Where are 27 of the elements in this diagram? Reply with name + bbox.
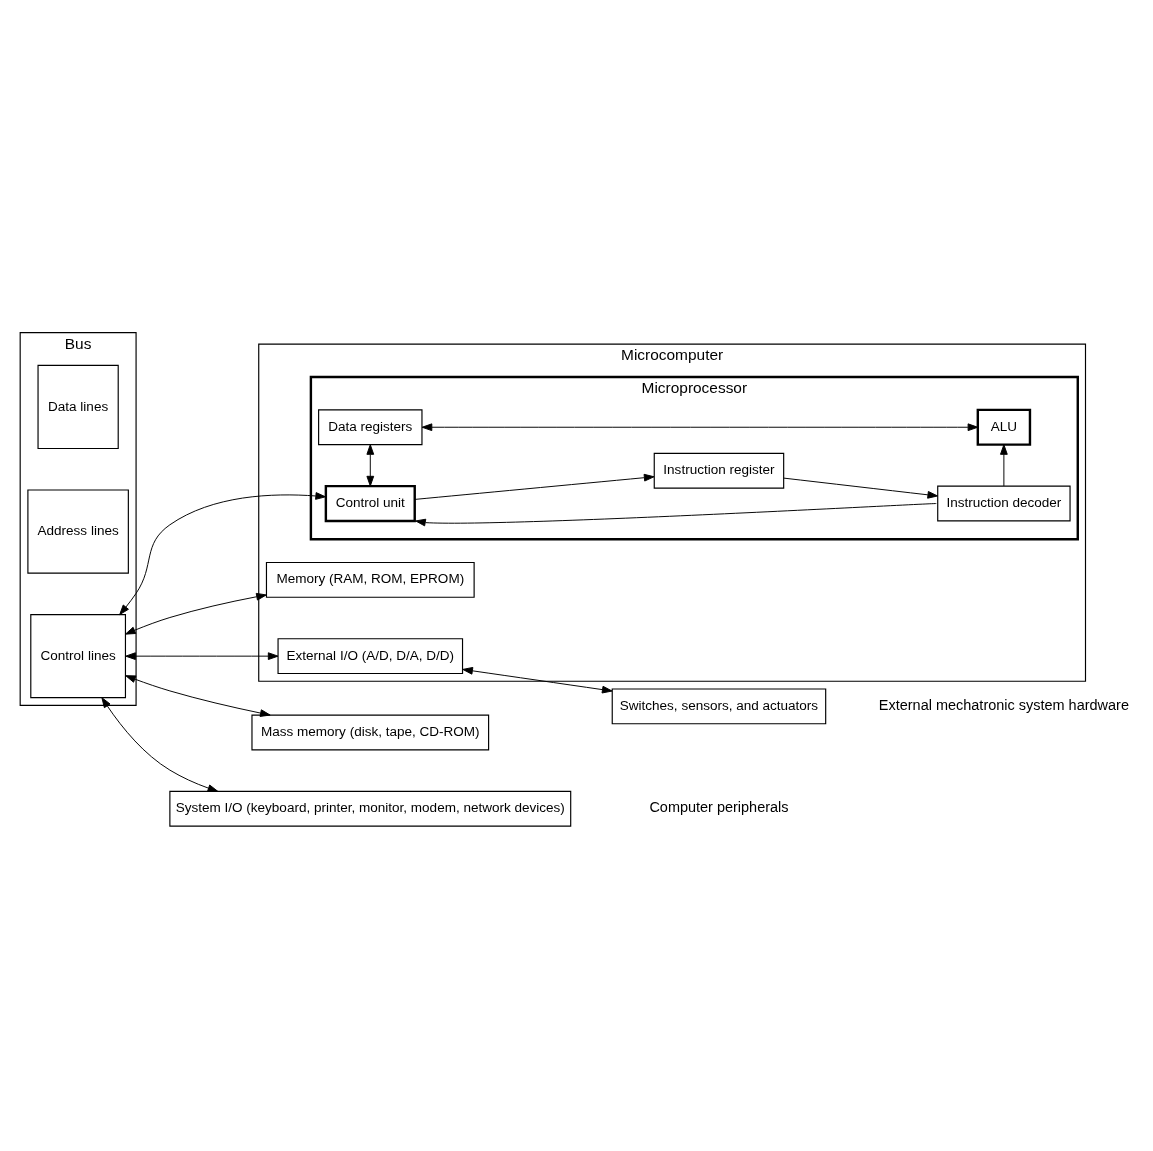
node-box: External I/O (A/D, D/A, D/D) — [277, 638, 464, 675]
arrow — [366, 444, 375, 487]
arrow — [421, 423, 979, 432]
node-box: Mass memory (disk, tape, CD-ROM) — [251, 714, 490, 751]
node-box: Instruction register — [653, 452, 785, 489]
node-box: ALU — [976, 408, 1032, 446]
arrow — [415, 503, 937, 527]
arrow — [414, 473, 655, 500]
arrow — [125, 592, 267, 635]
arrow — [125, 652, 279, 660]
node-box: Data lines — [37, 364, 119, 450]
node-box: Control lines — [30, 614, 127, 699]
label: Computer peripherals — [649, 799, 789, 816]
node-box: Instruction decoder — [937, 485, 1071, 522]
node-box: Address lines — [27, 489, 129, 574]
node-box: Switches, sensors, and actuators — [611, 688, 827, 725]
node-box: System I/O (keyboard, printer, monitor, modem, network devices) — [169, 790, 572, 827]
node-box: Memory (RAM, ROM, EPROM) — [265, 561, 475, 598]
node-box: Data registers — [318, 409, 423, 446]
node-box: Control unit — [324, 484, 416, 523]
arrow — [101, 697, 219, 792]
arrow — [125, 675, 271, 717]
arrow — [1000, 444, 1008, 487]
arrow — [119, 492, 326, 616]
arrow — [462, 666, 613, 694]
label: External mechatronic system hardware — [878, 696, 1129, 713]
arrow — [783, 477, 939, 499]
